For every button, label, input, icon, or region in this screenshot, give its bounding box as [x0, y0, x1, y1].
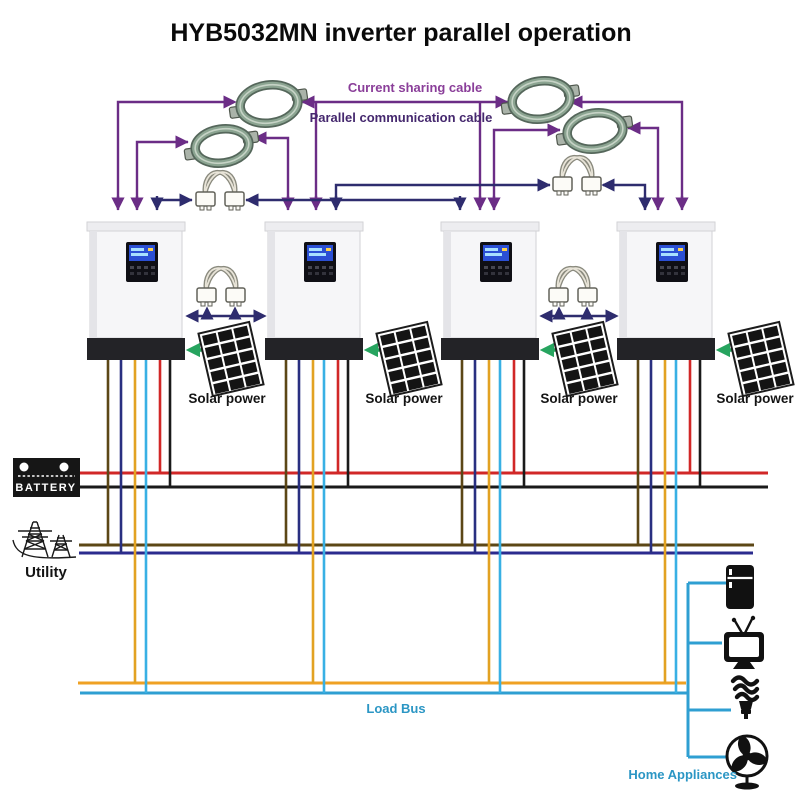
inverter-top-cap	[616, 221, 716, 232]
coiled-cable-icon-4	[555, 108, 634, 154]
display-button	[151, 272, 155, 275]
display-button	[144, 266, 148, 269]
inverter-base	[265, 338, 363, 360]
solar-power-label-3: Solar power	[540, 391, 618, 406]
display-button	[674, 272, 678, 275]
display-button	[681, 266, 685, 269]
utility-pylon-icon	[12, 521, 77, 559]
display-button	[329, 266, 333, 269]
inverter-body-shade	[268, 231, 275, 338]
y-split-cable-icon-mid-right	[548, 266, 598, 307]
display-button	[137, 272, 141, 275]
solar-power-label-4: Solar power	[716, 391, 794, 406]
display-button	[308, 266, 312, 269]
solar-panel-icon-2	[375, 320, 443, 398]
inverter-unit-2	[264, 221, 364, 693]
inverter-body-shade	[444, 231, 451, 338]
battery-label: BATTERY	[15, 482, 76, 494]
load-bus-label: Load Bus	[366, 701, 425, 716]
display-button	[329, 272, 333, 275]
display-button	[151, 266, 155, 269]
solar-panel-icon-3	[551, 320, 619, 398]
coiled-cable-icon-2	[183, 124, 260, 168]
coiled-cable-icon-3	[500, 76, 581, 124]
display-button	[491, 266, 495, 269]
display-button	[674, 266, 678, 269]
current-sharing-cable-label: Current sharing cable	[348, 80, 482, 95]
display-button	[667, 272, 671, 275]
solar-panel-icon-1	[197, 320, 265, 398]
inverter-units	[86, 221, 716, 693]
inverter-top-cap	[86, 221, 186, 232]
display-button	[322, 266, 326, 269]
solar-panels	[197, 320, 795, 398]
fan-icon	[725, 734, 769, 790]
inverter-body-shade	[90, 231, 97, 338]
coiled-comm-cables	[183, 76, 634, 168]
display-button	[137, 266, 141, 269]
y-split-cable-icon-mid-left	[196, 266, 246, 307]
y-split-cables	[195, 155, 602, 307]
coiled-cable-icon-1	[228, 80, 309, 128]
inverter-unit-3	[440, 221, 540, 693]
display-button	[498, 266, 502, 269]
display-button	[505, 272, 509, 275]
display-button	[505, 266, 509, 269]
power-buses	[78, 471, 768, 759]
refrigerator-icon	[726, 565, 754, 609]
battery-icon: BATTERY	[13, 458, 80, 497]
display-button	[144, 272, 148, 275]
display-button	[315, 272, 319, 275]
parallel-communication-cable-lines	[150, 178, 652, 323]
display-button	[130, 266, 134, 269]
inverter-base	[617, 338, 715, 360]
solar-panel-icon-4	[727, 320, 795, 398]
display-button	[322, 272, 326, 275]
inverter-top-cap	[440, 221, 540, 232]
display-button	[315, 266, 319, 269]
current-sharing-cable-lines	[111, 95, 689, 211]
solar-power-label-1: Solar power	[188, 391, 266, 406]
display-button	[308, 272, 312, 275]
utility-label: Utility	[25, 564, 67, 581]
cfl-bulb-icon	[730, 675, 760, 719]
inverter-base	[441, 338, 539, 360]
solar-power-label-2: Solar power	[365, 391, 443, 406]
display-button	[484, 272, 488, 275]
display-button	[498, 272, 502, 275]
display-button	[130, 272, 134, 275]
home-appliances-label: Home Appliances	[628, 767, 737, 782]
parallel-communication-cable-label: Parallel communication cable	[310, 110, 493, 125]
display-button	[667, 266, 671, 269]
display-button	[660, 272, 664, 275]
diagram-title: HYB5032MN inverter parallel operation	[170, 19, 631, 47]
display-button	[660, 266, 664, 269]
display-button	[681, 272, 685, 275]
display-button	[484, 266, 488, 269]
inverter-unit-4	[616, 221, 716, 693]
inverter-top-cap	[264, 221, 364, 232]
display-button	[491, 272, 495, 275]
inverter-unit-1	[86, 221, 186, 693]
y-split-cable-icon-top-right	[552, 155, 602, 196]
inverter-base	[87, 338, 185, 360]
inverter-body-shade	[620, 231, 627, 338]
tv-icon	[724, 615, 764, 669]
y-split-cable-icon-top-left	[195, 170, 245, 211]
